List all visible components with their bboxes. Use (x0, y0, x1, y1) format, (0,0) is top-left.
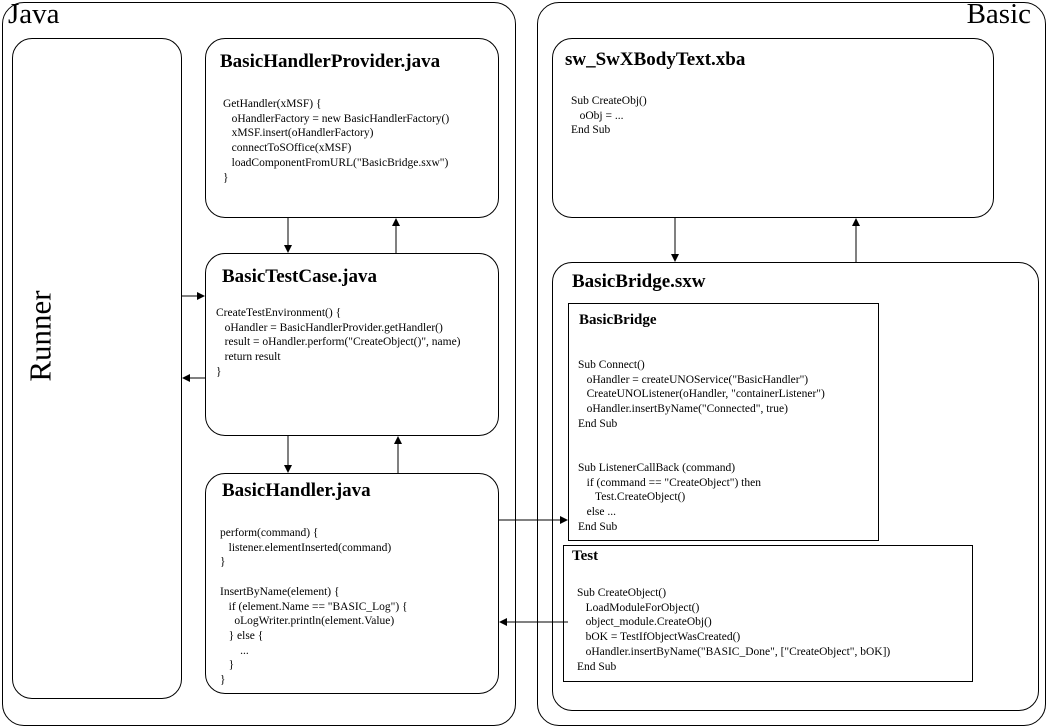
bodytext-title: sw_SwXBodyText.xba (565, 49, 746, 70)
test-module-box: Test Sub CreateObject() LoadModuleForObj… (563, 545, 973, 682)
test-module-code: Sub CreateObject() LoadModuleForObject()… (577, 587, 891, 673)
provider-box: BasicHandlerProvider.java GetHandler(xMS… (205, 38, 499, 218)
bridge-module-title: BasicBridge (579, 312, 657, 328)
handler-title: BasicHandler.java (222, 480, 371, 501)
java-panel (2, 2, 516, 726)
runner-box (12, 38, 182, 699)
handler-code: perform(command) { listener.elementInser… (220, 527, 408, 687)
java-label: Java (8, 0, 60, 30)
testcase-code: CreateTestEnvironment() { oHandler = Bas… (216, 307, 461, 378)
bodytext-box: sw_SwXBodyText.xba Sub CreateObj() oObj … (552, 38, 994, 218)
bodytext-code: Sub CreateObj() oObj = ... End Sub (571, 95, 647, 137)
testcase-title: BasicTestCase.java (222, 266, 377, 287)
testcase-box: BasicTestCase.java CreateTestEnvironment… (205, 253, 499, 436)
handler-box: BasicHandler.java perform(command) { lis… (205, 473, 499, 694)
bridge-module-box: BasicBridge Sub Connect() oHandler = cre… (568, 303, 879, 541)
test-module-title: Test (572, 548, 599, 564)
bridge-doc-title: BasicBridge.sxw (572, 271, 706, 292)
bridge-module-code: Sub Connect() oHandler = createUNOServic… (578, 359, 825, 533)
basic-label: Basic (966, 0, 1031, 30)
provider-code: GetHandler(xMSF) { oHandlerFactory = new… (223, 98, 450, 184)
basic-panel (537, 2, 1046, 726)
provider-title: BasicHandlerProvider.java (220, 51, 441, 72)
